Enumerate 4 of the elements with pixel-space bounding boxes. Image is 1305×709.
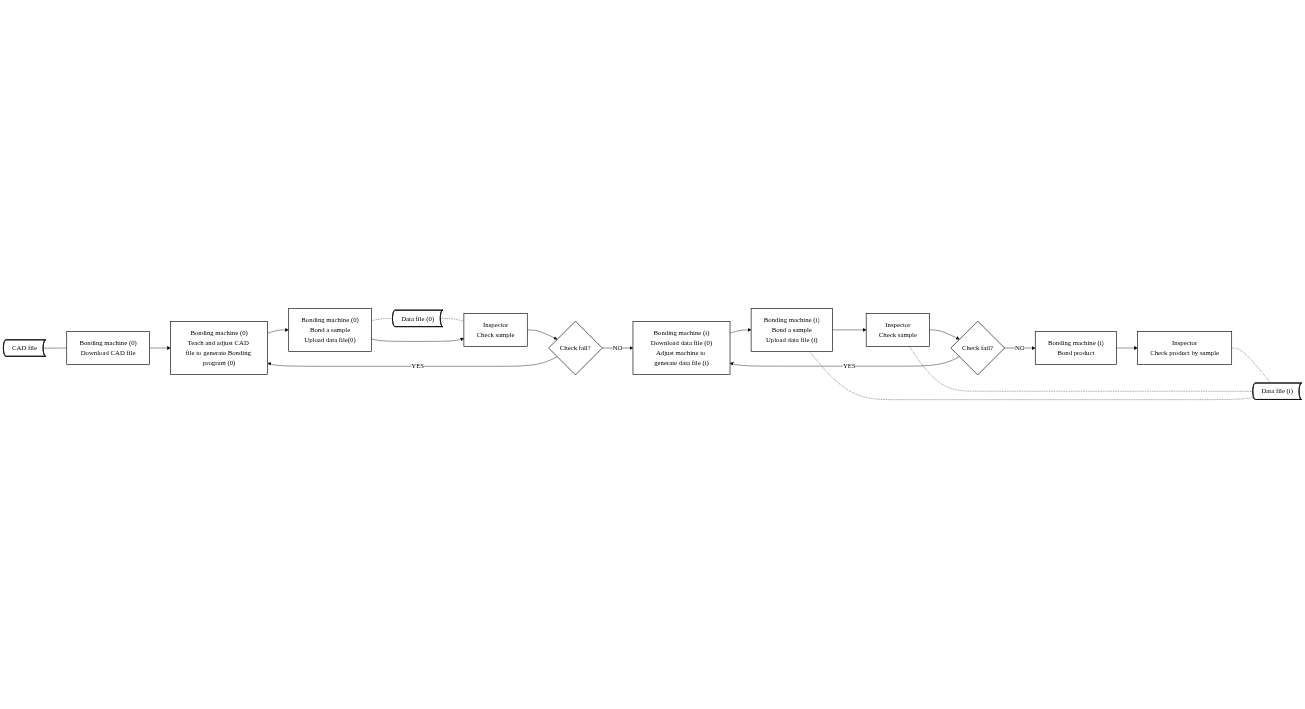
connector — [809, 351, 1254, 401]
connector — [371, 318, 393, 322]
connector — [43, 348, 67, 349]
connector — [440, 318, 465, 322]
